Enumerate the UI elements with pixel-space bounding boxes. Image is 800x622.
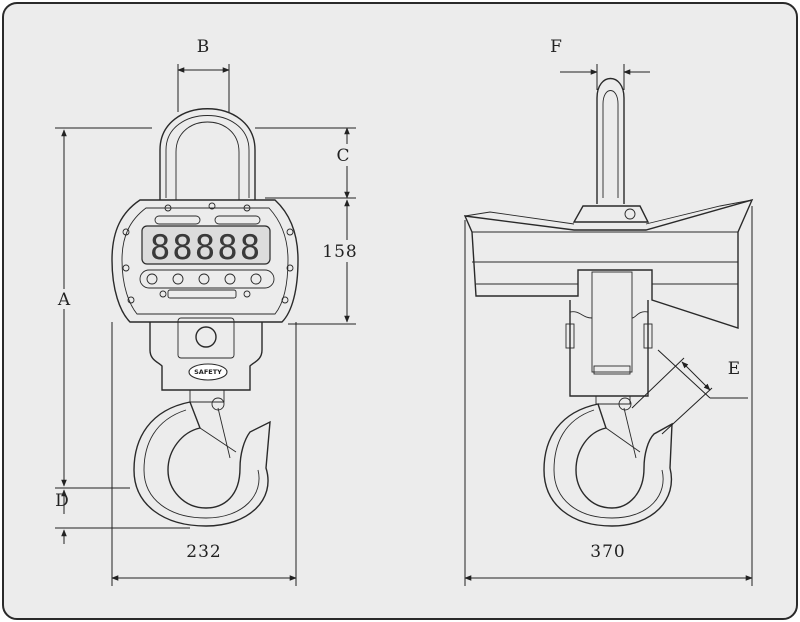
safety-badge	[188, 363, 228, 381]
front-hook	[133, 401, 271, 527]
front-view: 88888 SAFETY	[111, 108, 299, 527]
dim-label-d: D	[55, 491, 69, 511]
side-dimensions: F E 370	[464, 37, 753, 586]
dim-label-232: 232	[186, 542, 221, 562]
dim-label-b: B	[197, 37, 210, 57]
front-dimensions: A B C 158 D 232	[55, 37, 358, 586]
front-load-cell	[149, 322, 263, 391]
dim-label-c: C	[336, 146, 349, 166]
display-window	[141, 225, 271, 265]
front-shackle	[159, 108, 256, 200]
side-shackle	[596, 78, 625, 204]
model-plate	[167, 289, 237, 299]
side-hook	[543, 403, 673, 527]
keypad-strip	[139, 269, 275, 289]
dim-label-e: E	[728, 359, 740, 379]
front-housing	[111, 199, 299, 323]
display-readout: 88888	[150, 228, 262, 268]
front-screws	[122, 202, 294, 304]
safety-badge-text: SAFETY	[194, 368, 222, 376]
dim-label-158: 158	[322, 242, 357, 262]
dim-label-f: F	[550, 37, 562, 57]
dim-label-370: 370	[590, 542, 625, 562]
side-view	[463, 78, 754, 527]
keypad-buttons	[146, 273, 262, 285]
dim-label-a: A	[57, 290, 71, 310]
side-body	[463, 198, 754, 329]
